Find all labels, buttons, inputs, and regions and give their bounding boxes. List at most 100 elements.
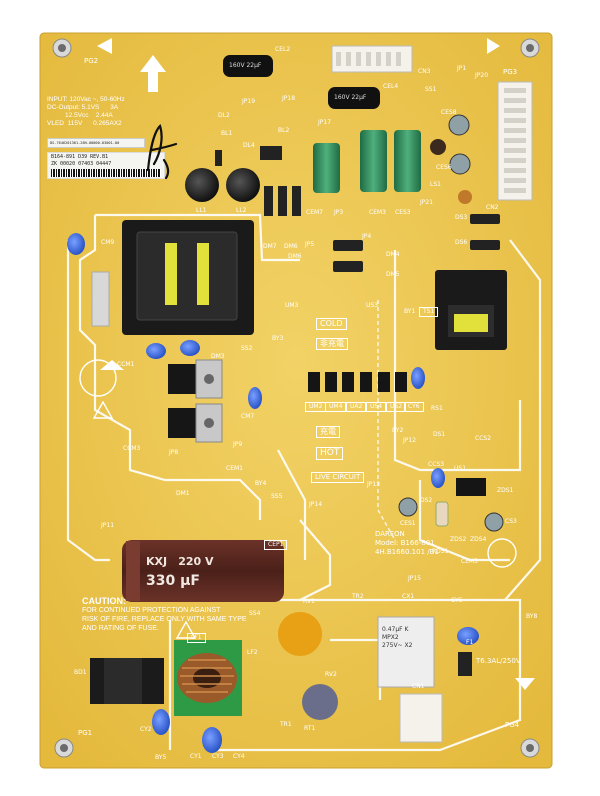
cap-series: KXJ	[146, 555, 168, 568]
label-cem1: CEM1	[226, 465, 243, 472]
label-jp13: JP13	[367, 481, 381, 488]
label-cs3: CS3	[505, 518, 517, 525]
x-cap-line: 275V~ X2	[382, 642, 413, 649]
label-lf2: LF2	[247, 649, 258, 656]
label-ccs2: CCS2	[475, 435, 492, 442]
label-cn1: CN1	[412, 683, 425, 690]
label-live-circuit: LIVE CIRCUIT	[311, 472, 365, 483]
label-jp15: JP15	[408, 575, 422, 582]
caution-line: AND RATING OF FUSE.	[82, 625, 159, 632]
label-ccs3: CCS3	[428, 461, 445, 468]
serial-sticker: B164-891 D39 REV.B1 ZK 00020 07403 04447	[47, 152, 165, 179]
spec-line: DC-Output: 5.1VS 3A	[47, 104, 119, 111]
label-pg4: PG4	[505, 721, 520, 729]
label-cy1: CY1	[190, 753, 202, 760]
label-rs1: RS1	[431, 405, 443, 412]
label-tr2: TR2	[352, 593, 364, 600]
label-cn2: CN2	[486, 204, 499, 211]
label-cm9: CM9	[101, 239, 115, 246]
label-ces1: CES1	[400, 520, 416, 527]
label-by3: BY3	[272, 335, 284, 342]
label-cold: COLD	[316, 318, 347, 330]
label-cy5: CY5	[451, 597, 463, 604]
label-ll2: LL2	[236, 207, 247, 214]
label-dl4: DL4	[243, 142, 255, 149]
label-us4: US4	[366, 402, 387, 412]
label-jp17: JP17	[318, 119, 332, 126]
label-lf1: LF1	[187, 633, 206, 643]
caution-title: CAUTION:	[82, 596, 126, 606]
label-ds1: DS1	[433, 431, 446, 438]
label-cn3: CN3	[418, 68, 431, 75]
label-cy4: CY4	[233, 753, 245, 760]
part-number: 4H.B1660.101 /B1	[375, 548, 439, 556]
label-jp9: JP9	[233, 441, 243, 448]
label-dm1: DM1	[176, 490, 190, 497]
label-jp3: JP3	[334, 209, 344, 216]
label-ces6: CES6	[436, 164, 452, 171]
label-zds1: ZDS1	[497, 487, 514, 494]
label-jp11: JP11	[101, 522, 115, 529]
label-jp20: JP20	[475, 72, 489, 79]
input-output-spec: INPUT: 120Vac ~, 50-60Hz DC-Output: 5.1V…	[47, 96, 125, 128]
x-cap-line: MPX2	[382, 634, 399, 641]
label-ss4: SS4	[249, 610, 261, 617]
caution-line: RISK OF FIRE, REPLACE ONLY WITH SAME TYP…	[82, 616, 247, 623]
x-cap-line: 0.47μF K	[382, 626, 409, 633]
label-ds3: DS3	[455, 214, 468, 221]
label-um4: UM4	[325, 402, 347, 412]
label-ll1: LL1	[196, 207, 207, 214]
label-ds6: DS6	[455, 239, 468, 246]
label-ds2: DS2	[420, 497, 433, 504]
label-cy6: CY6	[404, 402, 424, 412]
label-ss1: SS1	[425, 86, 437, 93]
label-bl2: BL2	[278, 127, 290, 134]
spec-line: 12.5Vcc 2.44A	[47, 112, 113, 119]
label-dm7: DM7	[263, 243, 277, 250]
label-dm6: DM6	[284, 243, 298, 250]
cap-small-marking: 160V 22μF	[334, 94, 367, 101]
label-dm4: DM4	[386, 251, 400, 258]
label-jp4: JP4	[362, 233, 372, 240]
barcode-sticker: DS-7646201301-28H-00000-03001-00	[47, 138, 145, 148]
serial-line: B164-891 D39 REV.B1	[51, 154, 109, 160]
model-number: Model: B166-801	[375, 539, 435, 547]
label-zds2: ZDS2	[450, 536, 467, 543]
fuse-rating: T6.3AL/250V	[476, 657, 521, 665]
label-rds1: RDS1	[432, 548, 449, 555]
spec-line: VLED 115V 0.265AX2	[47, 120, 122, 127]
maker-name: DARFON	[375, 530, 405, 538]
label-cem7: CEM7	[306, 209, 323, 216]
label-by2: BY2	[392, 427, 404, 434]
label-by5: BY5	[155, 754, 167, 761]
label-us3: US3	[366, 302, 379, 309]
label-jp12: JP12	[403, 437, 417, 444]
label-ua2: UA2	[346, 402, 367, 412]
label-by1: BY1	[404, 308, 416, 315]
label-ccm1: CCM1	[117, 361, 135, 368]
label-cy2: CY2	[140, 726, 152, 733]
label-cel4: CEL4	[383, 83, 399, 90]
label-cem3: CEM3	[369, 209, 386, 216]
spec-line: INPUT: 120Vac ~, 50-60Hz	[47, 96, 125, 103]
label-dm5: DM5	[386, 271, 400, 278]
label-jp21: JP21	[420, 199, 434, 206]
label-cep1: CEP1	[264, 540, 288, 550]
model-block: DARFON Model: B166-801 4H.B1660.101 /B1	[375, 530, 439, 557]
label-dm3: DM3	[211, 353, 225, 360]
label-rv1: RV1	[303, 598, 315, 605]
label-cem5: CEM5	[461, 558, 478, 565]
label-cx1: CX1	[402, 593, 415, 600]
label-pg2: PG2	[84, 57, 99, 65]
label-jp19: JP19	[242, 98, 256, 105]
label-ces3: CES3	[395, 209, 411, 216]
label-ss2: SS2	[241, 345, 253, 352]
label-by8: BY8	[526, 613, 538, 620]
barcode-icon	[51, 169, 161, 177]
label-jp18: JP18	[282, 95, 296, 102]
label-cm7: CM7	[241, 413, 255, 420]
label-by4: BY4	[255, 480, 267, 487]
label-pg1: PG1	[78, 729, 93, 737]
